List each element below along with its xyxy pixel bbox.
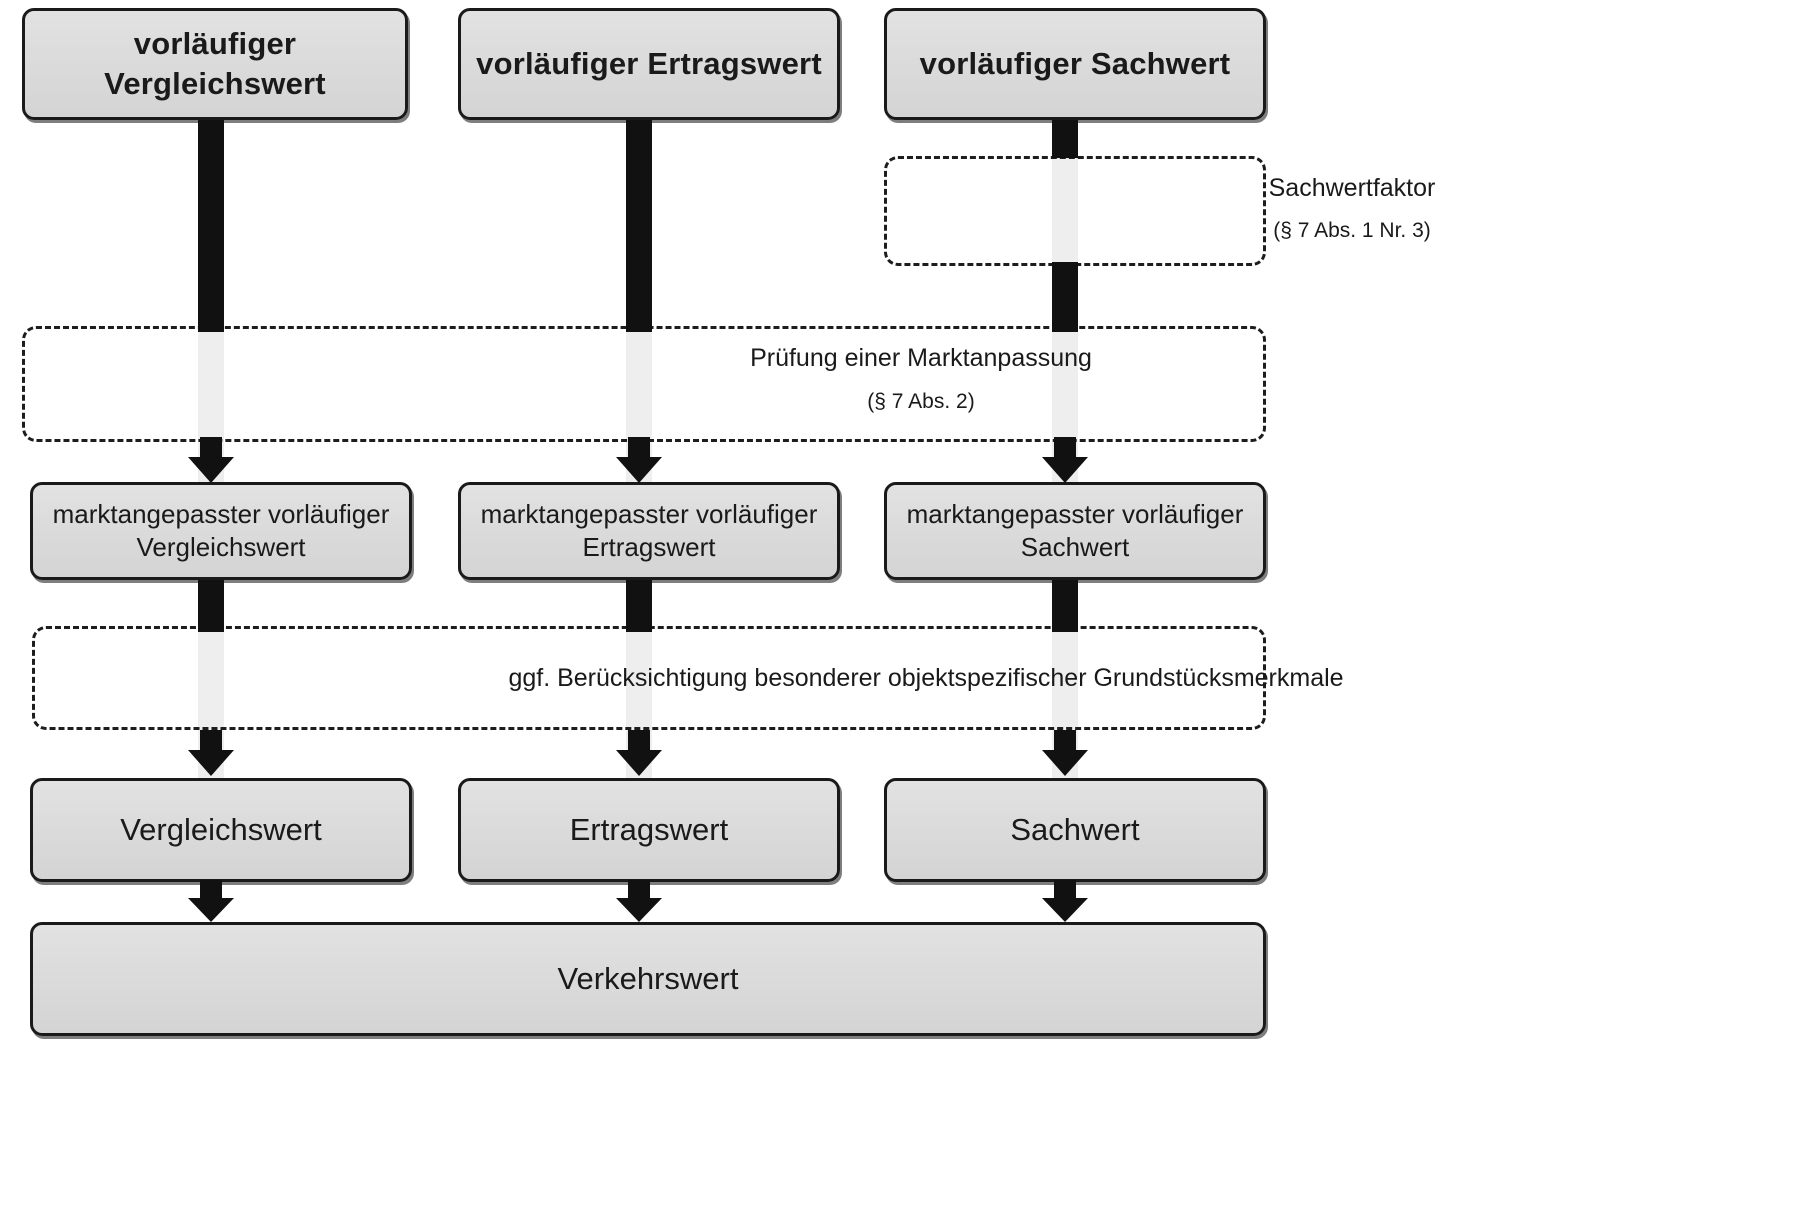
arrow-down-left-to-middle xyxy=(188,437,234,483)
node-label: vorläufiger Vergleichswert xyxy=(104,26,326,101)
arrow-down-left-to-final xyxy=(188,880,234,922)
node-marktangepasster-ertragswert[interactable]: marktangepasster vorläufiger Ertragswert xyxy=(458,482,840,580)
node-label: vorläufiger Ertragswert xyxy=(476,46,822,82)
node-verkehrswert[interactable]: Verkehrswert xyxy=(30,922,1266,1036)
connector-left-top xyxy=(198,120,224,332)
connector-right-middle xyxy=(1052,580,1078,632)
arrow-down-center-to-final xyxy=(616,880,662,922)
node-vorlaeufiger-vergleichswert[interactable]: vorläufiger Vergleichswert xyxy=(22,8,408,120)
node-label: marktangepasster vorläufiger Sachwert xyxy=(906,498,1244,562)
connector-center-middle xyxy=(626,580,652,632)
connector-right-through-sachwertfaktor xyxy=(1052,262,1078,332)
connector-left-middle xyxy=(198,580,224,632)
node-marktangepasster-sachwert[interactable]: marktangepasster vorläufiger Sachwert xyxy=(884,482,1266,580)
node-marktangepasster-vergleichswert[interactable]: marktangepasster vorläufiger Vergleichsw… xyxy=(30,482,412,580)
connector-center-top xyxy=(626,120,652,332)
node-vorlaeufiger-sachwert[interactable]: vorläufiger Sachwert xyxy=(884,8,1266,120)
arrow-down-right-to-middle xyxy=(1042,437,1088,483)
arrow-down-center-to-result xyxy=(616,730,662,776)
node-label: vorläufiger Sachwert xyxy=(919,46,1231,82)
node-vergleichswert[interactable]: Vergleichswert xyxy=(30,778,412,882)
node-label: marktangepasster vorläufiger Vergleichsw… xyxy=(52,498,390,562)
node-label: Vergleichswert xyxy=(120,812,322,848)
band-objektspezifische-merkmale xyxy=(32,626,1266,730)
node-label: Ertragswert xyxy=(569,812,729,848)
connector-right-top xyxy=(1052,120,1078,158)
arrow-down-center-to-middle xyxy=(616,437,662,483)
band-sachwertfaktor xyxy=(884,156,1266,266)
arrow-down-right-to-final xyxy=(1042,880,1088,922)
node-label: Verkehrswert xyxy=(557,961,739,997)
node-sachwert[interactable]: Sachwert xyxy=(884,778,1266,882)
arrow-down-left-to-result xyxy=(188,730,234,776)
node-label: marktangepasster vorläufiger Ertragswert xyxy=(480,498,818,562)
arrow-down-right-to-result xyxy=(1042,730,1088,776)
band-pruefung-marktanpassung xyxy=(22,326,1266,442)
node-vorlaeufiger-ertragswert[interactable]: vorläufiger Ertragswert xyxy=(458,8,840,120)
node-ertragswert[interactable]: Ertragswert xyxy=(458,778,840,882)
node-label: Sachwert xyxy=(1010,812,1140,848)
